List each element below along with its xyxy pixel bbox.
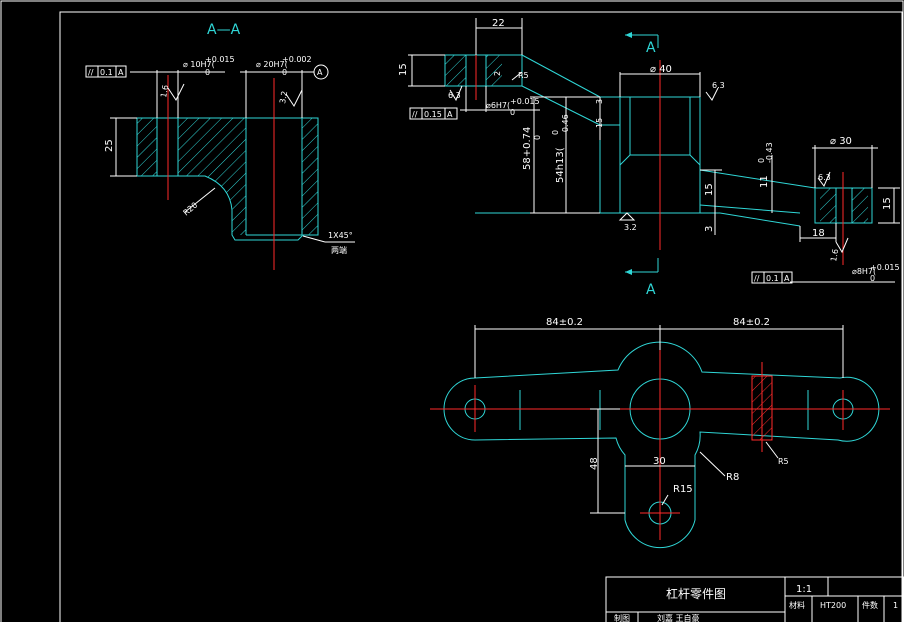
svg-text:22: 22 [492, 18, 505, 29]
svg-text:件数: 件数 [862, 600, 878, 610]
svg-text:⌀8H7(: ⌀8H7( [852, 267, 876, 276]
tolerance-frame-left: // 0.1 A [85, 65, 127, 78]
svg-text://: // [754, 274, 760, 283]
svg-text:A: A [447, 110, 453, 119]
svg-text:+0.015: +0.015 [870, 263, 900, 272]
svg-text:0: 0 [757, 158, 766, 163]
svg-text:材料: 材料 [789, 600, 805, 610]
svg-text:6.3: 6.3 [818, 173, 831, 182]
svg-text:25: 25 [104, 139, 115, 152]
svg-text:⌀ 40: ⌀ 40 [650, 64, 672, 75]
svg-text:0: 0 [510, 108, 515, 117]
svg-text://: // [88, 68, 94, 77]
svg-text:⌀ 20H7(: ⌀ 20H7( [256, 60, 288, 69]
drawing-title: 杠杆零件图 [666, 586, 726, 601]
tolerance-frame-right: // 0.1 A [751, 271, 793, 284]
svg-text://: // [412, 110, 418, 119]
svg-text:刘嘉 王自豪: 刘嘉 王自豪 [657, 613, 700, 622]
svg-text:2: 2 [493, 71, 502, 76]
svg-text:1: 1 [893, 601, 898, 610]
svg-text:⌀ 10H7(: ⌀ 10H7( [183, 60, 215, 69]
svg-text:0.1: 0.1 [766, 274, 779, 283]
svg-text:1.6: 1.6 [829, 248, 840, 262]
svg-text:30: 30 [653, 456, 666, 467]
svg-text:A: A [646, 282, 656, 298]
svg-text:A: A [784, 274, 790, 283]
svg-text:1X45°: 1X45° [328, 231, 353, 240]
svg-text:0: 0 [551, 130, 560, 135]
svg-text:3: 3 [704, 226, 715, 232]
svg-text:R8: R8 [726, 472, 739, 483]
svg-text:+0.015: +0.015 [205, 55, 235, 64]
svg-text:0.15: 0.15 [424, 110, 442, 119]
svg-text:R5: R5 [778, 457, 789, 466]
svg-text:0.1: 0.1 [100, 68, 113, 77]
svg-text:两端: 两端 [331, 245, 347, 255]
svg-text:A: A [118, 68, 124, 77]
svg-text:6.3: 6.3 [712, 81, 725, 90]
svg-text:18: 18 [812, 228, 825, 239]
svg-text:⌀6H7(: ⌀6H7( [486, 101, 510, 110]
tolerance-frame-front: // 0.15 A [409, 107, 458, 120]
svg-text:15: 15 [595, 118, 604, 128]
svg-text:3.2: 3.2 [278, 90, 289, 104]
svg-text:R5: R5 [518, 71, 529, 80]
svg-text:0: 0 [533, 135, 542, 140]
datum-a-symbol [313, 64, 329, 80]
svg-text:+0.015: +0.015 [510, 97, 540, 106]
svg-text:84±0.2: 84±0.2 [733, 317, 770, 328]
svg-text:0: 0 [282, 68, 287, 77]
svg-text:A: A [317, 68, 323, 77]
svg-text:R15: R15 [673, 484, 693, 495]
svg-text:6.3: 6.3 [448, 91, 461, 100]
svg-text:HT200: HT200 [820, 601, 846, 610]
svg-text:制图: 制图 [614, 613, 630, 622]
plan-view: 84±0.2 84±0.2 48 30 R8 R5 R15 [430, 317, 890, 549]
svg-text:3.2: 3.2 [624, 223, 637, 232]
svg-text:54h13(: 54h13( [555, 147, 566, 183]
svg-text:84±0.2: 84±0.2 [546, 317, 583, 328]
title-block: 杠杆零件图 1:1 材料 HT200 件数 1 制图 刘嘉 王自豪 [605, 576, 904, 622]
section-view: A—A 25 ⌀ 10H7( +0.015 0 ⌀ 20H7( +0.002 0 [85, 22, 355, 270]
front-view: A A 22 15 2 R5 6.3 ⌀6H7( +0.015 0 // 0.1… [398, 18, 900, 298]
svg-text:+0.002: +0.002 [282, 55, 312, 64]
svg-text:58+0.74: 58+0.74 [522, 127, 533, 170]
svg-text:15: 15 [882, 197, 893, 210]
svg-text:0: 0 [205, 68, 210, 77]
svg-text:⌀ 30: ⌀ 30 [830, 136, 852, 147]
svg-text:15: 15 [398, 63, 409, 76]
inner-frame [59, 11, 903, 622]
svg-text:0: 0 [870, 274, 875, 283]
svg-text:-0.46: -0.46 [561, 114, 570, 135]
svg-text:48: 48 [589, 457, 600, 470]
svg-text:11: 11 [759, 175, 770, 188]
svg-text:3: 3 [595, 99, 604, 104]
section-title: A—A [207, 22, 241, 38]
svg-text:-0.43: -0.43 [765, 142, 774, 163]
svg-text:1.6: 1.6 [159, 84, 170, 98]
svg-text:15: 15 [704, 183, 715, 196]
svg-text:A: A [646, 40, 656, 56]
svg-text:1:1: 1:1 [796, 584, 812, 595]
